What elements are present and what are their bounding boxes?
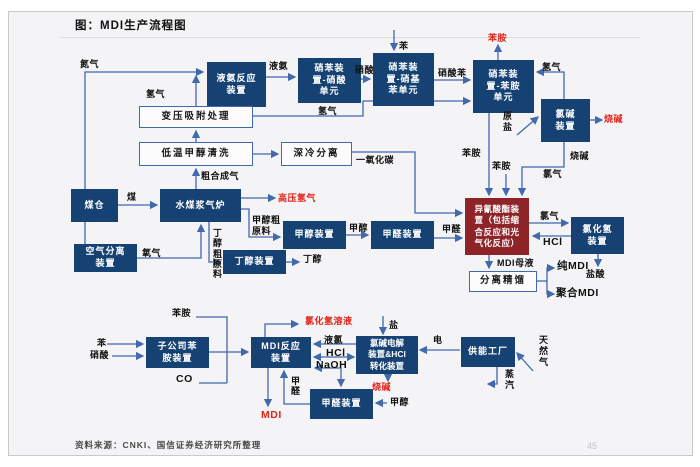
node-nitric-unit: 硝苯装 置-硝酸 单元 [298,58,361,103]
node-air-separation: 空气分离 装置 [74,244,137,272]
source-note: 资料来源：CNKI、国信证券经济研究所整理 [75,440,262,450]
node-nitrobenzene-unit: 硝苯装 置-硝基 苯单元 [373,53,434,106]
flow-label-mdi-out: MDI [261,409,282,421]
node-chloralkali: 氯碱 装置 [541,99,590,142]
flow-label-methanol-bottom: 甲醇 [390,397,410,407]
flow-label-liquid-ammonia: 液氨 [269,61,289,71]
figure-title: 图：MDI生产流程图 [75,20,187,32]
flow-label-hp-hydrogen: 高压氢气 [278,193,317,203]
flow-label-hydrochloric-acid: 盐酸 [586,269,606,279]
title-divider [60,37,640,38]
node-mdi-reactor: MDI反应 装置 [251,337,311,368]
flow-label-methanol-crude: 甲醇粗 原料 [252,215,281,237]
flow-label-natural-gas: 天 然 气 [539,335,549,367]
flow-label-co-bottom: CO [176,373,193,385]
flow-label-butanol-out: 丁醇 [303,254,323,264]
flow-label-steam: 蒸 汽 [505,369,515,390]
flow-label-aniline-out: 苯胺 [488,33,508,43]
flow-label-methanol-mid: 甲醇 [349,223,369,233]
flow-label-caustic-bottom: 烧碱 [372,382,392,392]
flow-label-benzene-top: 苯 [399,41,409,51]
node-cryo-separation: 深冷分离 [281,142,352,166]
node-energy-plant: 供能工厂 [461,337,515,367]
flow-label-nitric-acid-top: 硝酸 [355,65,375,75]
flow-label-oxygen: 氧气 [142,248,162,258]
flow-label-benzene-bottom: 苯 [97,338,107,348]
flow-label-hcl-solution: 氯化氢溶液 [305,316,353,326]
node-ammonia-reactor: 液氨反应 装置 [207,62,266,107]
flow-label-carbon-monoxide: 一氧化碳 [356,155,395,165]
flow-label-hydrogen-psa-top: 氢气 [146,89,166,99]
flow-label-aniline-down-1: 苯胺 [462,148,482,158]
flow-label-poly-mdi: 聚合MDI [556,287,599,299]
node-isocyanate-plant: 异氰酸酯装 置（包括缩 合反应和光 气化反应） [465,198,529,255]
flow-label-pure-mdi: 纯MDI [557,260,589,272]
flow-label-naoh: NaOH [316,359,348,371]
flow-label-hydrogen-psa-right: 氢气 [318,106,338,116]
flow-label-electricity: 电 [433,335,443,345]
page-number: 45 [587,441,598,451]
node-butanol-plant: 丁醇装置 [223,250,286,274]
flow-label-butanol-crude: 丁 醇 粗 原 料 [213,228,223,280]
flow-label-formaldehyde-mid: 甲醛 [442,224,462,234]
flow-label-liquid-chlorine: 液氯 [324,335,344,345]
node-methanol-plant: 甲醇装置 [283,221,346,249]
flow-label-chlorine-to-hclplant: 氯气 [540,211,560,221]
flow-label-nitrobenzene: 硝酸苯 [438,68,467,78]
flow-label-nitrogen: 氮气 [80,59,100,69]
node-aniline-unit: 硝苯装 置-苯胺 单元 [473,60,534,113]
flow-label-aniline-down-2: 苯胺 [492,161,512,171]
flow-label-crude-syngas: 粗合成气 [201,171,240,181]
flow-label-coal: 煤 [127,192,137,202]
node-gasifier: 水煤浆气炉 [160,189,241,222]
flow-label-caustic-down: 烧碱 [570,151,590,161]
flow-label-caustic-right: 烧碱 [604,114,624,124]
flow-label-aniline-bottom: 苯胺 [172,308,192,318]
node-psa: 变压吸附处理 [139,106,253,128]
flow-label-nitric-bottom: 硝酸 [90,350,110,360]
flow-label-hcl-return: HCl [543,236,563,248]
node-electrolysis-plant: 氯碱电解 装置&HCl 转化装置 [356,336,418,374]
node-methanol-wash: 低温甲醇清洗 [139,142,253,166]
flow-label-formaldehyde-vertical: 甲 醛 [291,376,301,397]
node-formaldehyde-plant-top: 甲醛装置 [371,221,434,249]
flow-label-raw-salt: 原 盐 [503,111,513,133]
node-hcl-plant: 氯化氢 装置 [571,217,624,254]
flow-label-hcl-mid: HCl [326,347,346,359]
flow-label-salt: 盐 [389,320,399,330]
node-formaldehyde-plant-bottom: 甲醛装置 [310,389,373,419]
flow-label-hydrogen-right: 氢气 [542,62,562,72]
flow-label-chlorine-top: 氯气 [543,169,563,179]
node-sub-aniline-plant: 子公司苯 胺装置 [146,337,209,368]
flow-label-mdi-mother-liquor: MDI母液 [497,258,534,268]
node-separation-rectification: 分离精馏 [469,271,537,292]
node-coal-bunker: 煤仓 [71,189,118,222]
